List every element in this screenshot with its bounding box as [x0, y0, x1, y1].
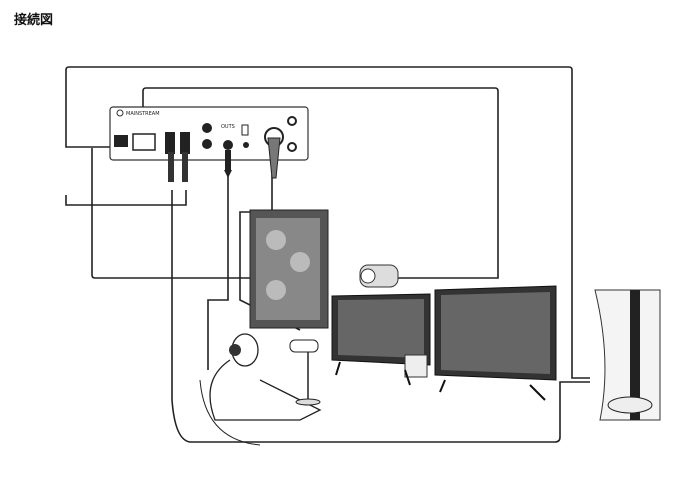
monitor-left: [331, 293, 431, 386]
monitor-right: [434, 285, 557, 401]
cable-hdmi-in: [171, 190, 590, 443]
camera: [359, 264, 399, 288]
outs-label: OUTS: [221, 124, 235, 130]
cable-headphone: [207, 175, 229, 370]
cable-outer-ps5: [65, 66, 590, 379]
audio-interface: MAINSTREAM OUTS: [109, 106, 309, 182]
microphone: [289, 339, 321, 406]
brand-label: MAINSTREAM: [126, 111, 160, 117]
diagram-title: 接続図: [14, 13, 54, 28]
cable-usb-pc: [91, 148, 255, 279]
pc-tower: [249, 209, 329, 329]
cable-hdmi-out: [65, 190, 187, 206]
game-console: [594, 289, 661, 421]
person-gamer: [199, 333, 322, 446]
usb-port: [114, 135, 128, 147]
cable-camera: [142, 87, 499, 279]
